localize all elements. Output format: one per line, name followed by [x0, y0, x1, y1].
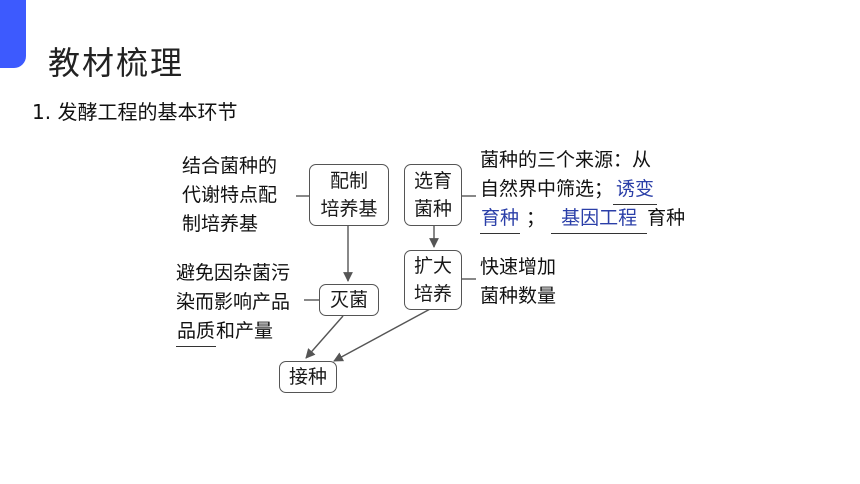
answer-mutation-part1: 诱变	[613, 175, 658, 205]
note-expand-line2: 菌种数量	[480, 285, 557, 307]
box-prepare-medium: 配制 培养基	[309, 164, 389, 226]
note-select-line2: 自然界中筛选；诱变	[480, 175, 658, 205]
answer-mutation-part2: 育种	[480, 204, 520, 234]
note-select-line3: 育种 ； 基因工程育种	[480, 204, 685, 234]
note-expand-line1: 快速增加	[480, 256, 557, 278]
note-sterilize-suffix: 和产量	[216, 320, 274, 342]
note-medium-line2: 代谢特点配	[182, 184, 278, 206]
box-expand-culture-line1: 扩大	[413, 255, 452, 277]
arrow-sterilize-to-inoculate	[305, 315, 344, 359]
note-select-line1: 菌种的三个来源：从	[480, 149, 652, 171]
section-heading: 1. 发酵工程的基本环节	[32, 100, 238, 124]
box-expand-culture-line2: 培养	[413, 283, 452, 305]
note-select-separator: ；	[526, 207, 546, 229]
note-sterilize-line3: 品质和产量	[176, 317, 273, 347]
note-sterilize-line2: 染而影响产品	[176, 291, 291, 313]
box-sterilize: 灭菌	[319, 284, 379, 316]
note-medium-line3: 制培养基	[182, 213, 259, 235]
box-inoculate-label: 接种	[288, 366, 327, 388]
arrow-expand-to-inoculate	[333, 307, 433, 362]
box-prepare-medium-line2: 培养基	[320, 198, 378, 220]
box-prepare-medium-line1: 配制	[329, 170, 368, 192]
box-select-strain: 选育 菌种	[404, 164, 462, 226]
answer-genetic-engineering: 基因工程	[551, 204, 648, 234]
answer-quality: 品质	[176, 317, 216, 347]
accent-bar	[0, 0, 26, 68]
box-sterilize-label: 灭菌	[329, 289, 368, 311]
note-select-prefix: 自然界中筛选；	[480, 178, 614, 200]
note-select-suffix: 育种	[647, 207, 686, 229]
box-expand-culture: 扩大 培养	[404, 250, 462, 310]
box-select-strain-line1: 选育	[413, 170, 452, 192]
page-title: 教材梳理	[48, 44, 185, 82]
box-inoculate: 接种	[279, 361, 337, 393]
box-select-strain-line2: 菌种	[413, 198, 452, 220]
note-medium-line1: 结合菌种的	[182, 155, 278, 177]
note-sterilize-line1: 避免因杂菌污	[176, 262, 291, 284]
